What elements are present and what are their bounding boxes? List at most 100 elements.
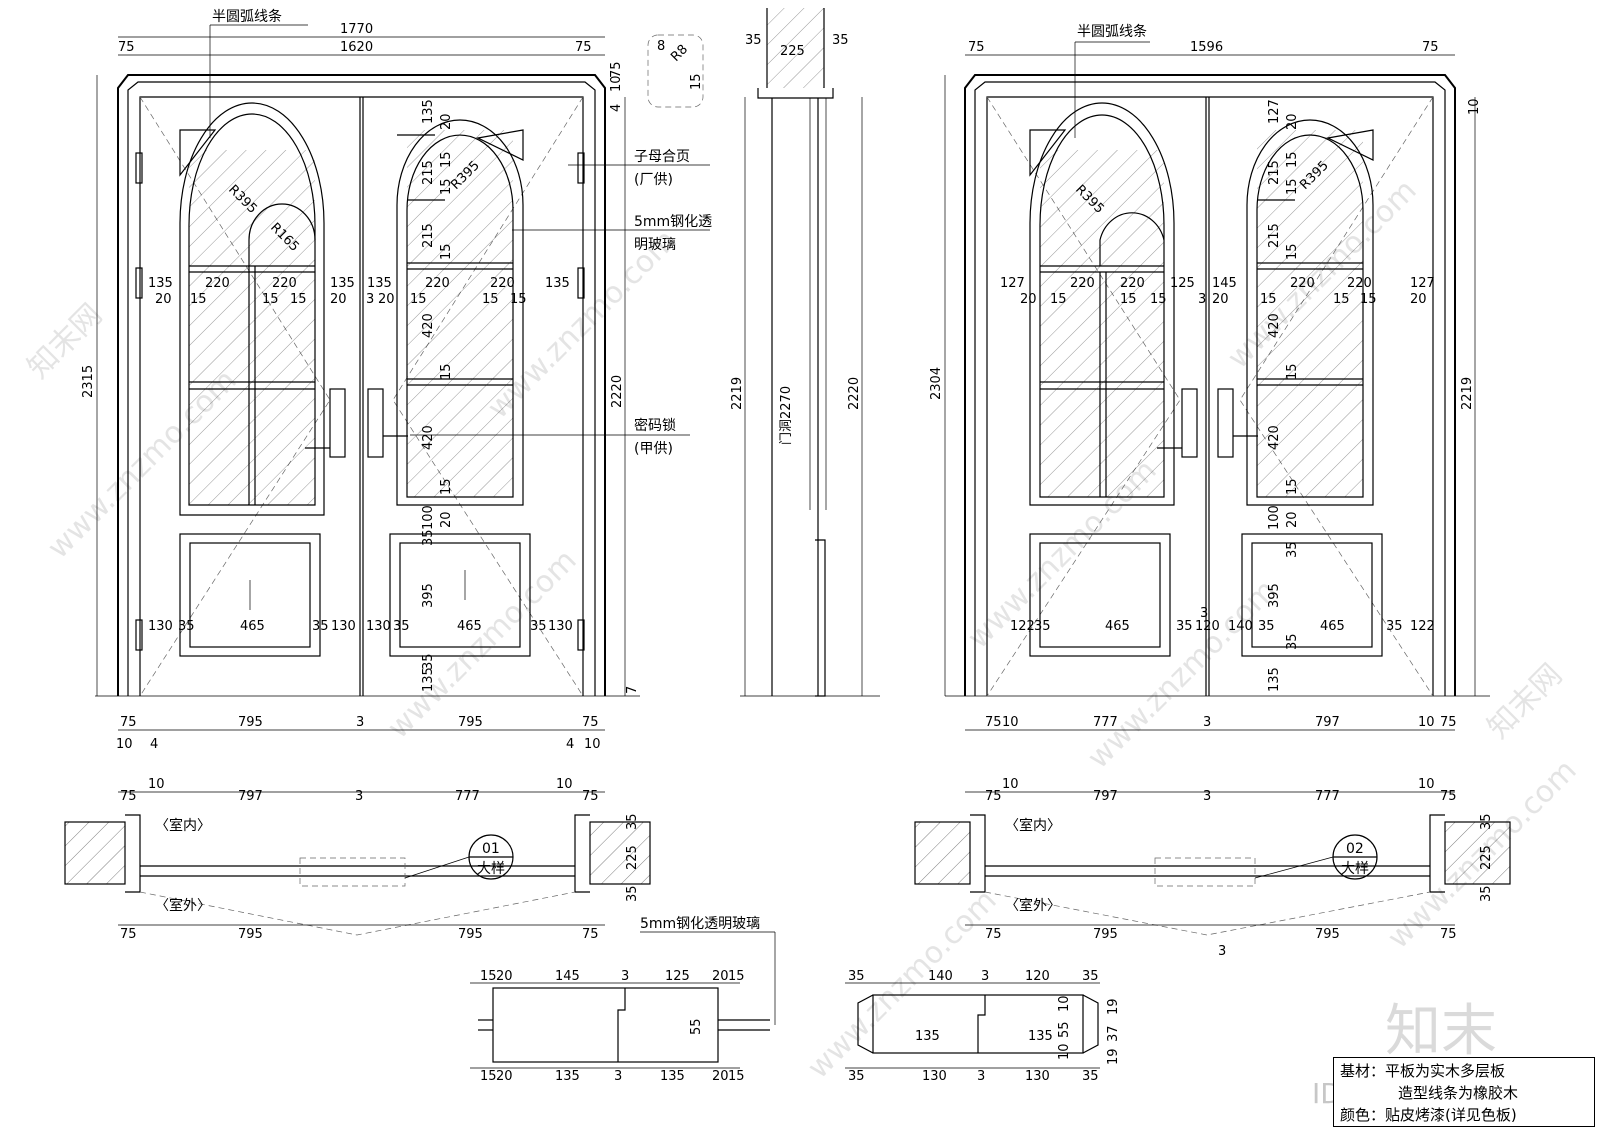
dim-text: 15 (439, 478, 454, 495)
dim-text: 122 (1410, 619, 1435, 634)
dim-text: 3 (981, 969, 989, 984)
dim-text: 37 (1106, 1025, 1121, 1042)
dim-text: 35 (312, 619, 329, 634)
dim-text: 130 (148, 619, 173, 634)
dim-text: 135 (367, 276, 392, 291)
glass-label: 5mm钢化透 (634, 214, 712, 230)
dim-text: 225 (780, 44, 805, 59)
dim-text: 3 (356, 715, 364, 730)
dim-text: 75 (985, 927, 1002, 942)
hinge-note-label: (厂供) (634, 172, 673, 188)
dim-text: 130 (548, 619, 573, 634)
detail-section-01 (478, 987, 770, 1063)
dim-text: 220 (272, 276, 297, 291)
dim-text: 127 (1000, 276, 1025, 291)
dim-text: 130 (922, 1069, 947, 1084)
opening-label: 门洞2270 (779, 386, 794, 445)
dim-text: 15 (439, 243, 454, 260)
dim-text: 220 (425, 276, 450, 291)
detail-section-02 (857, 994, 1099, 1054)
dim-text: 15 (480, 969, 497, 984)
dim-text: 20 (439, 113, 454, 130)
dim-text: 135 (421, 667, 436, 692)
note-base-material: 基材：平板为实木多层板 (1340, 1062, 1506, 1080)
dim-text: 15 (1360, 292, 1377, 307)
dim-text: 15 (728, 1069, 745, 1084)
dim-text: 3 (1198, 292, 1206, 307)
dim-text: 4 (566, 737, 574, 752)
right-plan-section (914, 814, 1511, 936)
dim-text: 3 (1203, 789, 1211, 804)
dim-text: 10 (584, 737, 601, 752)
dim-text: 35 (1082, 1069, 1099, 1084)
dim-text: 130 (366, 619, 391, 634)
dim-text: 130 (1025, 1069, 1050, 1084)
dim-text: 35 (745, 33, 762, 48)
dim-text: 135 (1028, 1029, 1053, 1044)
dim-text: 75 (985, 789, 1002, 804)
dim-text: 15 (1285, 151, 1300, 168)
dim-text: 19 (1106, 998, 1121, 1015)
dim-text: 20 (1212, 292, 1229, 307)
side-section (740, 8, 880, 697)
dim-text: 777 (1093, 715, 1118, 730)
dim-text: 3 (621, 969, 629, 984)
lock-note-label: (甲供) (634, 441, 673, 457)
dim-text: 3 (1200, 606, 1208, 621)
dim-text: 15 (290, 292, 307, 307)
dim-text: 10 (1002, 777, 1019, 792)
dim-text: 135 (1267, 667, 1282, 692)
dim-text: 420 (1267, 313, 1282, 338)
dim-text: 3 (355, 789, 363, 804)
outdoor-label: 〈室外〉 (1005, 897, 1061, 914)
dim-text: 3 (1218, 944, 1226, 959)
dim-text: 220 (490, 276, 515, 291)
dim-text: 135 (148, 276, 173, 291)
dim-text: 220 (1070, 276, 1095, 291)
dim-text: 35 (421, 529, 436, 546)
dim-text: 35 (393, 619, 410, 634)
watermark-text: www.znzmo.com (1081, 573, 1284, 776)
dim-text: 135 (915, 1029, 940, 1044)
dim-text: 1620 (340, 40, 373, 55)
dim-text: 35 (1176, 619, 1193, 634)
dim-text: 145 (555, 969, 580, 984)
dim-text: 795 (1093, 927, 1118, 942)
dim-text: 35 (625, 813, 640, 830)
dim-text: 15 (262, 292, 279, 307)
dim-text: 135 (660, 1069, 685, 1084)
dim-text: 3 (977, 1069, 985, 1084)
dim-text: 797 (1315, 715, 1340, 730)
dim-text: 125 (665, 969, 690, 984)
dim-text: 10 (1418, 777, 1435, 792)
dim-text: 7 (625, 686, 640, 694)
dim-text: 3 (614, 1069, 622, 1084)
dim-text: 35 (1285, 633, 1300, 650)
dim-text: 140 (1228, 619, 1253, 634)
dim-text: 15 (689, 73, 704, 90)
dim-text: 55 (689, 1018, 704, 1035)
watermark-brand: 知末网 (21, 297, 109, 385)
dim-text: 75 (118, 40, 135, 55)
dim-text: 10 (1418, 715, 1435, 730)
dim-text: 75 (120, 927, 137, 942)
dim-text: 140 (928, 969, 953, 984)
dim-text: 15 (1120, 292, 1137, 307)
dim-text: 215 (1267, 223, 1282, 248)
indoor-label: 〈室内〉 (1005, 817, 1061, 834)
watermark-brand: 知末网 (1481, 657, 1569, 745)
glass-section-label: 5mm钢化透明玻璃 (640, 915, 760, 932)
left-door-elevation (95, 74, 640, 697)
dim-text: 135 (555, 1069, 580, 1084)
note-color: 颜色：贴皮烤漆(详见色板) (1340, 1106, 1517, 1124)
dim-text: 15 (1285, 478, 1300, 495)
dim-text: 75 (968, 40, 985, 55)
dim-text: 120 (1195, 619, 1220, 634)
dim-text: 20 (712, 1069, 729, 1084)
dim-text: 75 (609, 61, 624, 78)
dim-text: 795 (238, 715, 263, 730)
dim-text: 3 (1203, 715, 1211, 730)
dim-text: 797 (238, 789, 263, 804)
dim-text: 75 (120, 715, 137, 730)
dim-text: 35 (832, 33, 849, 48)
